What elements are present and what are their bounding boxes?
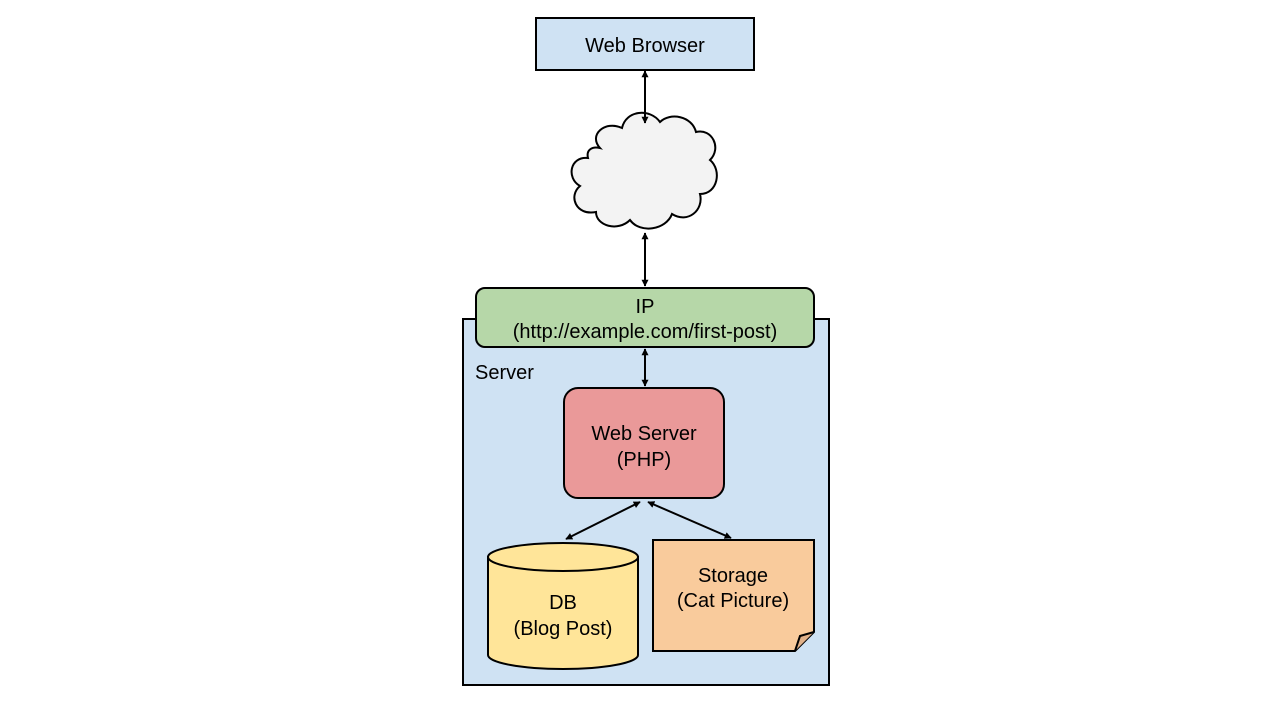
web-server-tech-label: (PHP) [617,449,671,471]
arrow-webserver-storage [647,501,732,539]
arrow-webserver-db [565,501,641,540]
ip-box [475,287,815,348]
storage-node: Storage (Cat Picture) [652,539,815,652]
db-cylinder-top [487,542,639,572]
storage-fold [794,631,815,652]
cloud-icon [570,112,718,230]
ip-node: IP (http://example.com/first-post) [475,287,815,348]
web-server-label: Web Server [591,423,697,445]
server-label: Server [475,362,534,384]
db-content-label: (Blog Post) [514,618,613,640]
web-browser-label: Web Browser [585,35,705,57]
db-node: DB (Blog Post) [487,542,639,670]
ip-url-label: (http://example.com/first-post) [513,321,778,343]
cloud-shape [570,112,718,230]
ip-label: IP [636,296,655,318]
web-browser-node: Web Browser [535,17,755,71]
web-server-node: Web Server (PHP) [563,387,725,499]
db-label: DB [549,592,577,614]
web-browser-box [535,17,755,71]
storage-label: Storage [698,565,768,587]
db-cylinder-body [487,556,639,670]
web-server-box [563,387,725,499]
storage-content-label: (Cat Picture) [677,590,789,612]
